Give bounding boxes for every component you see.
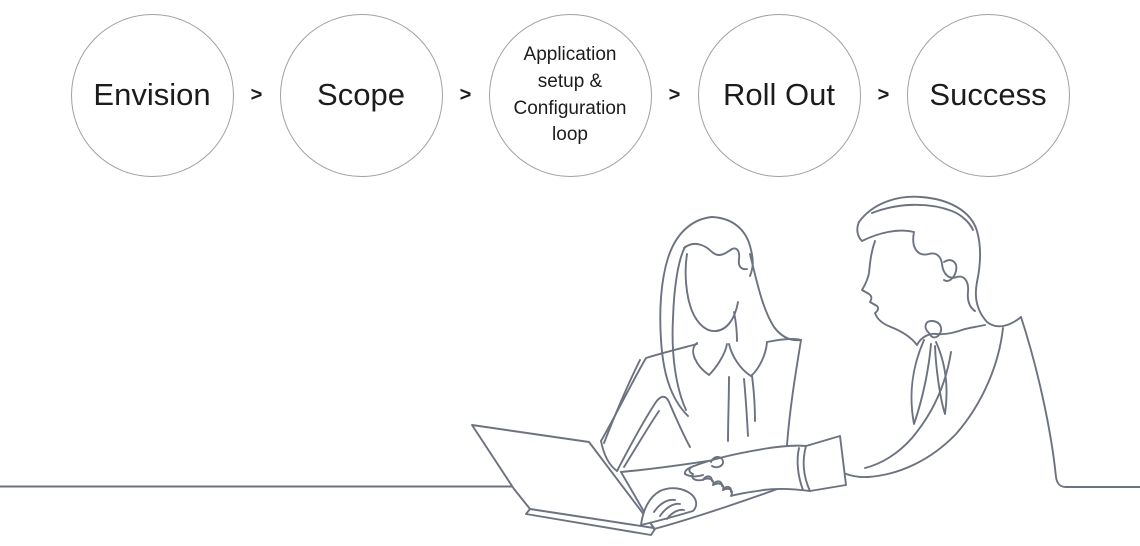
woman-arm (603, 359, 641, 444)
step-circle-application-setup: Application setup & Configuration loop (488, 14, 652, 177)
woman-sleeve-fold (616, 395, 691, 472)
step-separator-chevron: > (250, 84, 263, 106)
woman-finger (666, 508, 685, 520)
man-finger-crease (722, 485, 733, 493)
step-separator-chevron: > (459, 84, 472, 106)
woman-finger (659, 502, 681, 517)
man-collar (964, 324, 986, 330)
man-finger-crease (702, 475, 713, 482)
man-tie-tail (934, 341, 948, 415)
man-finger-crease (712, 480, 723, 487)
step-circle-success: Success (906, 14, 1070, 177)
woman-sleeve (600, 440, 618, 472)
man-index-finger (683, 465, 704, 478)
man-face-profile (861, 240, 918, 346)
woman-sleeve-fold (623, 410, 660, 468)
woman-collar (728, 341, 768, 377)
man-ear (943, 259, 958, 282)
process-steps-row: Envision > Scope > Application setup & C… (0, 14, 1140, 177)
man-hand-and-cuff (683, 435, 847, 497)
man-knuckle (710, 456, 724, 469)
step-separator-chevron: > (668, 84, 681, 106)
man-figure (828, 195, 1140, 488)
woman-finger (653, 498, 676, 513)
man-tie-knot (924, 320, 943, 339)
step-label: Application setup & Configuration loop (513, 44, 627, 146)
step-circle-envision: Envision (70, 14, 234, 177)
step-circle-roll-out: Roll Out (697, 14, 861, 177)
man-hairline (861, 229, 976, 312)
woman-hair (711, 216, 754, 277)
man-back-and-table-line-right (1020, 316, 1140, 488)
man-tie-tail (910, 339, 932, 425)
step-separator-chevron: > (877, 84, 890, 106)
woman-body-seam (766, 338, 802, 446)
laptop-lid (471, 424, 655, 529)
woman-hand (640, 487, 698, 526)
step-label: Success (929, 77, 1047, 113)
man-cuff-edge (802, 445, 811, 492)
man-collar (916, 328, 966, 346)
man-cuff-edge (796, 447, 804, 491)
step-label: Scope (317, 77, 405, 113)
man-hair-swoosh (856, 221, 863, 242)
woman-hair (749, 253, 802, 342)
woman-hair (671, 246, 687, 411)
step-circle-scope: Scope (279, 14, 443, 177)
woman-figure (600, 216, 802, 472)
woman-placket (727, 376, 730, 442)
man-arm-inner (864, 351, 952, 469)
woman-collar (692, 342, 728, 376)
man-hair (858, 195, 981, 283)
woman-blouse-fold (743, 378, 749, 437)
woman-hairline (683, 242, 748, 271)
woman-hair (659, 216, 713, 417)
step-label: Roll Out (723, 77, 835, 113)
man-neck-back (974, 281, 1022, 328)
woman-face (684, 253, 739, 332)
man-hair (871, 203, 974, 231)
woman-blouse-fold (751, 375, 756, 422)
man-arm-outer (828, 327, 1004, 479)
woman-neck (733, 311, 738, 342)
laptop-lid-thickness (525, 508, 656, 536)
step-label: Envision (93, 77, 211, 113)
